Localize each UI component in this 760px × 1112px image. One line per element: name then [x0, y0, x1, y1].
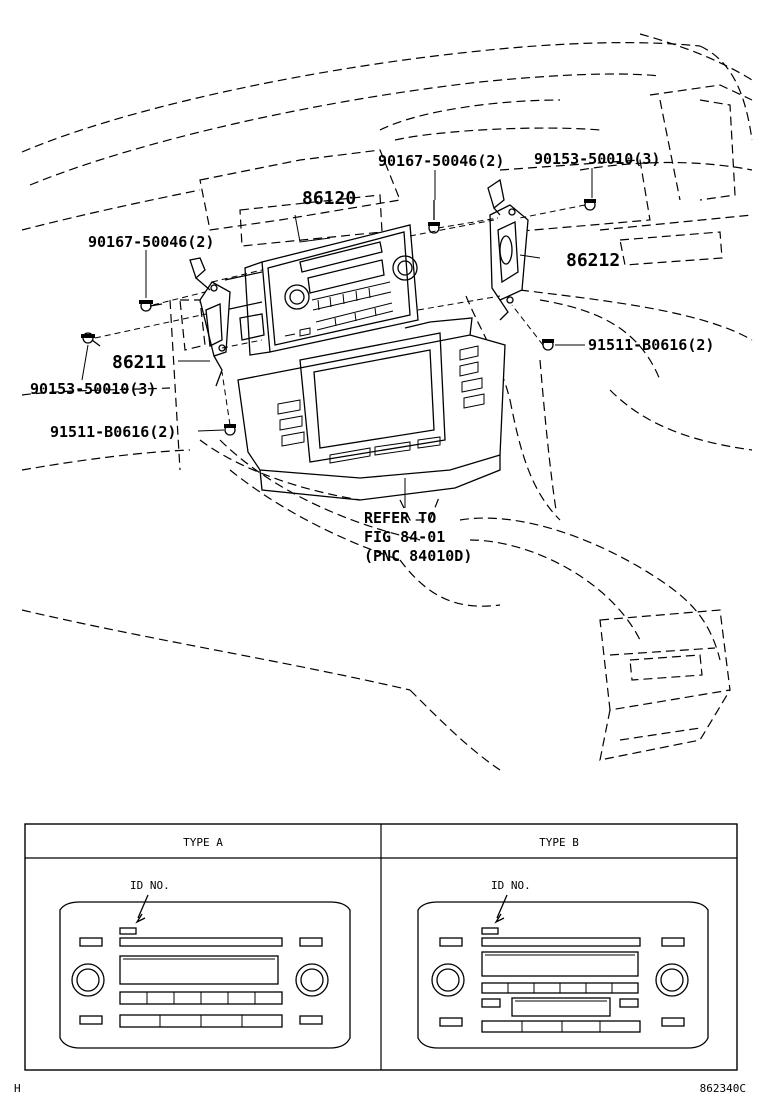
refer-line-3: (PNC 84010D) [364, 547, 472, 565]
radio-type-b: ID NO. [417, 879, 709, 1049]
bolt-91511-right [542, 339, 554, 351]
screw-90167-right [428, 200, 440, 234]
callout-86120: 86120 [302, 188, 356, 209]
callout-86211: 86211 [112, 352, 166, 373]
footer-illustration-number: 862340C [700, 1082, 746, 1095]
screw-90153-left [81, 332, 101, 347]
footer-left-code: H [14, 1082, 21, 1095]
bolt-91511-left [224, 424, 236, 436]
bracket-86211 [189, 257, 231, 387]
type-b-header: TYPE B [539, 836, 579, 849]
callout-bolt-left: 91511-B0616(2) [50, 423, 176, 441]
center-console-outline [399, 494, 731, 761]
id-no-label-b: ID NO. [491, 879, 531, 892]
callouts: 86120 86212 86211 90167-50046(2) 90167-5… [30, 150, 714, 565]
leader-lines [81, 168, 593, 508]
callout-bolt-right: 91511-B0616(2) [588, 336, 714, 354]
radio-unit-86120 [224, 224, 419, 356]
radio-type-a: ID NO. [59, 879, 351, 1049]
callout-screw-right-top2: 90153-50010(3) [534, 150, 660, 168]
type-a-header: TYPE A [183, 836, 223, 849]
dashboard-outline [21, 33, 753, 771]
refer-line-1: REFER TO [364, 509, 436, 527]
type-legend-box: TYPE A TYPE B [24, 823, 738, 1071]
screw-90167-left [139, 300, 163, 312]
screw-90153-right [584, 199, 596, 211]
bracket-86212 [487, 178, 529, 321]
callout-86212: 86212 [566, 250, 620, 271]
callout-screw-left-top: 90167-50046(2) [88, 233, 214, 251]
callout-screw-right-top: 90167-50046(2) [378, 152, 504, 170]
id-no-label-a: ID NO. [130, 879, 170, 892]
display-panel [237, 317, 506, 501]
callout-screw-left: 90153-50010(3) [30, 380, 156, 398]
refer-line-2: FIG 84-01 [364, 528, 445, 546]
installation-lines [94, 204, 586, 426]
